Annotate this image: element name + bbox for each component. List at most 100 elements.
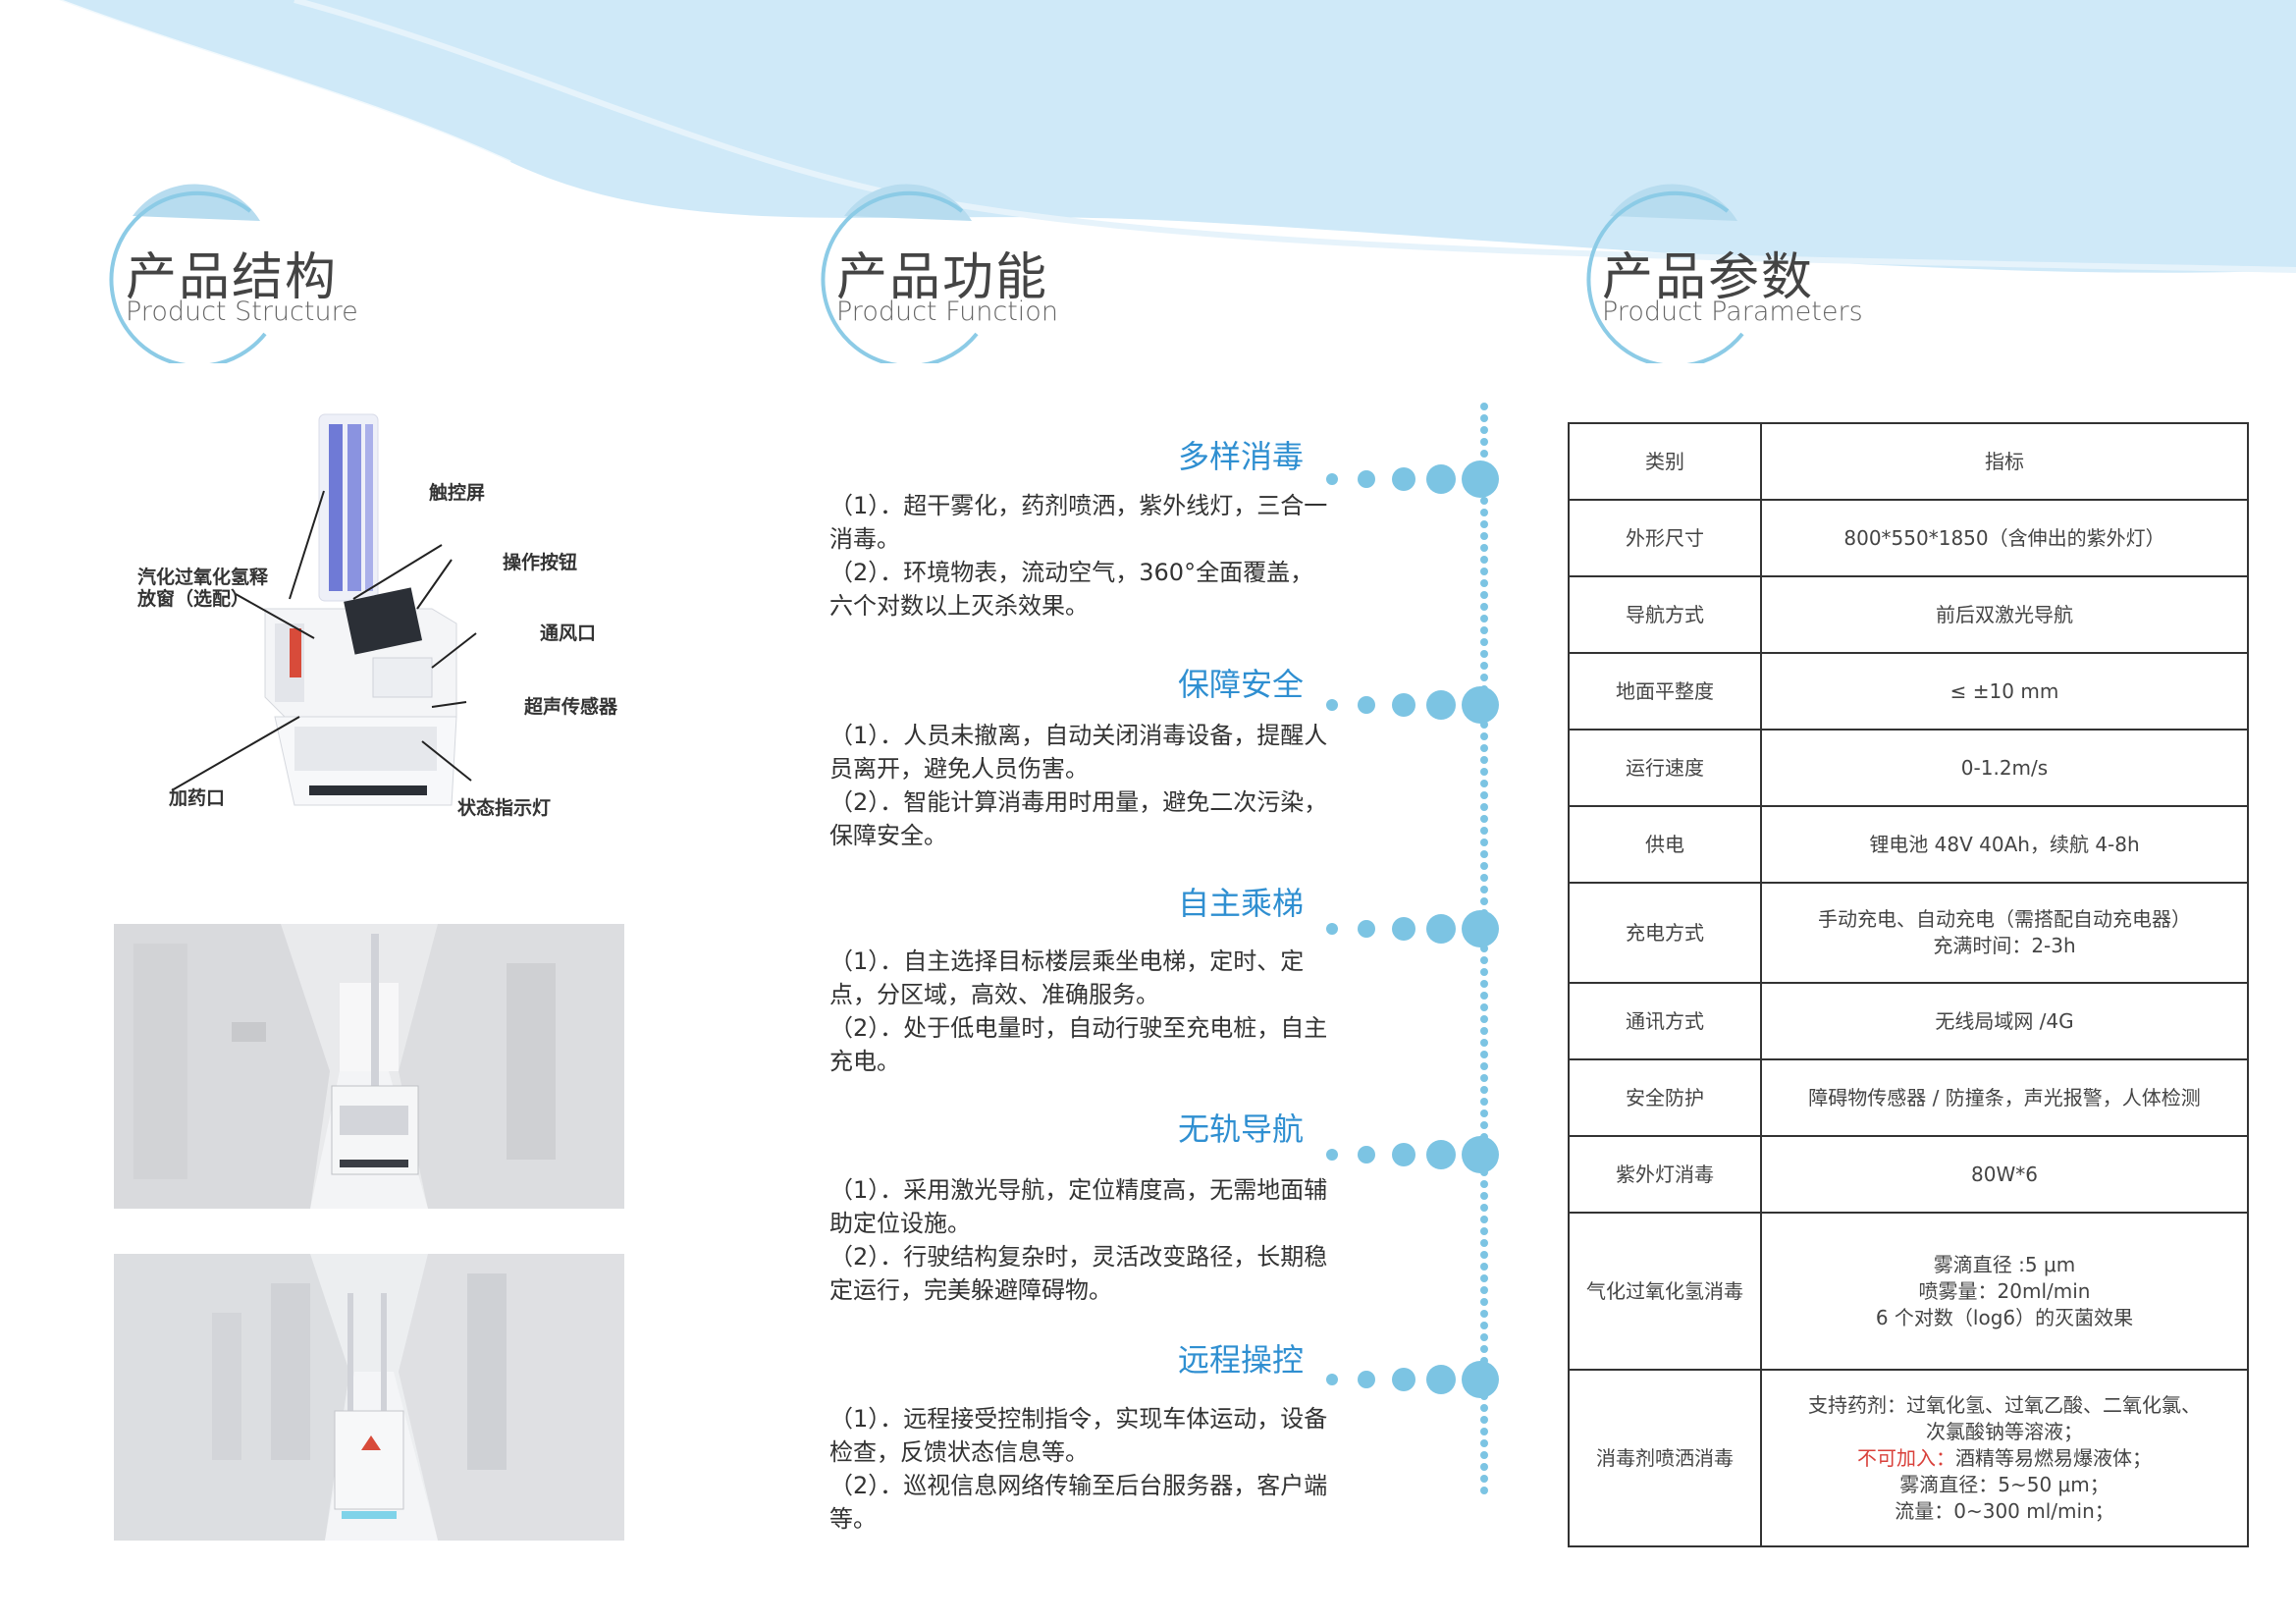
feature-title: 远程操控 [1178, 1341, 1305, 1379]
parameters-table: 类别 指标 外形尺寸 800*550*1850（含伸出的紫外灯） 导航方式 前后… [1568, 422, 2249, 1547]
table-row: 运行速度 0-1.2m/s [1568, 729, 2249, 807]
timeline-dot [1480, 1003, 1488, 1011]
table-header-cell: 指标 [1760, 422, 2249, 501]
timeline-dot [1480, 768, 1488, 776]
table-cell-value: 支持药剂：过氧化氢、过氧乙酸、二氧化氯、 次氯酸钠等溶液； 不可加入：酒精等易燃… [1760, 1369, 2249, 1547]
timeline-dot [1480, 1074, 1488, 1082]
timeline-dot [1480, 1439, 1488, 1447]
timeline-dot [1480, 556, 1488, 564]
timeline-dot [1480, 662, 1488, 670]
section-title-en: Product Parameters [1602, 297, 1863, 327]
timeline-dot [1480, 756, 1488, 764]
timeline-dot [1480, 1286, 1488, 1294]
timeline-dot [1480, 579, 1488, 587]
feature-line: （2）．行驶结构复杂时，灵活改变路径，长期稳定运行，完美躲避障碍物。 [829, 1243, 1328, 1304]
corridor-photo-1 [114, 924, 624, 1209]
timeline-dot [1480, 1322, 1488, 1329]
timeline-dot [1480, 956, 1488, 964]
section-title-en: Product Structure [126, 297, 358, 327]
timeline-dots [1326, 403, 1499, 1494]
table-row: 消毒剂喷洒消毒 支持药剂：过氧化氢、过氧乙酸、二氧化氯、 次氯酸钠等溶液； 不可… [1568, 1369, 2249, 1547]
table-row: 地面平整度 ≤ ±10 mm [1568, 652, 2249, 731]
table-row: 通讯方式 无线局域网 /4G [1568, 982, 2249, 1060]
table-cell-value: 无线局域网 /4G [1760, 982, 2249, 1060]
feature-title: 自主乘梯 [1178, 885, 1305, 922]
timeline-dot [1480, 827, 1488, 835]
warning-label: 不可加入： [1857, 1445, 1955, 1470]
timeline-dot [1480, 1051, 1488, 1058]
timeline-dot [1480, 1192, 1488, 1200]
table-cell-label: 消毒剂喷洒消毒 [1568, 1369, 1762, 1547]
table-cell-label: 运行速度 [1568, 729, 1762, 807]
timeline-node-dot [1392, 1143, 1415, 1166]
timeline-dot [1480, 1333, 1488, 1341]
timeline-dot [1480, 1475, 1488, 1483]
table-cell-label: 紫外灯消毒 [1568, 1135, 1762, 1214]
timeline-dot [1480, 815, 1488, 823]
timeline-dot [1480, 497, 1488, 505]
feature-title: 多样消毒 [1178, 438, 1305, 475]
timeline-dot [1480, 426, 1488, 434]
heading-ring-icon [821, 184, 979, 363]
timeline-node-dot [1462, 1361, 1499, 1398]
table-cell-value: 雾滴直径 :5 μm 喷雾量：20ml/min 6 个对数（log6）的灭菌效果 [1760, 1212, 2249, 1371]
timeline-node-dot [1426, 690, 1456, 720]
timeline-dot [1480, 520, 1488, 528]
timeline-dot [1480, 1263, 1488, 1271]
callout-release-window-2: 放窗（选配） [137, 588, 250, 610]
table-cell-label: 气化过氧化氢消毒 [1568, 1212, 1762, 1371]
timeline-dot [1480, 1027, 1488, 1035]
timeline-dot [1480, 1274, 1488, 1282]
feature-title: 无轨导航 [1178, 1110, 1305, 1148]
table-cell-value: 80W*6 [1760, 1135, 2249, 1214]
timeline-dot [1480, 615, 1488, 623]
timeline-node-dot [1326, 1149, 1338, 1161]
timeline-dot [1480, 874, 1488, 882]
table-cell-value: ≤ ±10 mm [1760, 652, 2249, 731]
feature-body: （1）．自主选择目标楼层乘坐电梯，定时、定点，分区域，高效、准确服务。 （2）．… [829, 945, 1330, 1078]
timeline-dot [1480, 1039, 1488, 1047]
timeline-dot [1480, 803, 1488, 811]
timeline-node-dot [1392, 917, 1415, 941]
section-title-cn: 产品功能 [836, 248, 1049, 307]
timeline-dot [1480, 509, 1488, 516]
table-cell-label: 外形尺寸 [1568, 499, 1762, 577]
section-title-cn: 产品结构 [126, 248, 339, 307]
timeline-dot [1480, 992, 1488, 1000]
table-cell-label: 通讯方式 [1568, 982, 1762, 1060]
table-row: 充电方式 手动充电、自动充电（需搭配自动充电器） 充满时间：2-3h [1568, 882, 2249, 984]
timeline-dot [1480, 1463, 1488, 1471]
timeline-dot [1480, 603, 1488, 611]
value-line: 流量：0~300 ml/min； [1895, 1498, 2114, 1523]
timeline-dot [1480, 1404, 1488, 1412]
timeline-dot [1480, 1345, 1488, 1353]
table-cell-value: 前后双激光导航 [1760, 575, 2249, 654]
table-cell-label: 导航方式 [1568, 575, 1762, 654]
feature-line: （2）．环境物表，流动空气，360°全面覆盖，六个对数以上灭杀效果。 [829, 559, 1314, 620]
value-line: 雾滴直径：5~50 μm； [1899, 1472, 2109, 1496]
robot-diagram [171, 413, 477, 806]
timeline-dot [1480, 980, 1488, 988]
timeline-node-dot [1392, 693, 1415, 717]
timeline-dot [1480, 1180, 1488, 1188]
value-line: 不可加入：酒精等易燃易爆液体； [1770, 1445, 2239, 1472]
feature-body: （1）．超干雾化，药剂喷洒，紫外线灯，三合一消毒。 （2）．环境物表，流动空气，… [829, 489, 1330, 623]
table-row: 导航方式 前后双激光导航 [1568, 575, 2249, 654]
timeline-dot [1480, 732, 1488, 740]
table-cell-value: 障碍物传感器 / 防撞条，声光报警，人体检测 [1760, 1058, 2249, 1137]
table-header-row: 类别 指标 [1568, 422, 2249, 501]
timeline-dot [1480, 1121, 1488, 1129]
feature-line: （2）．智能计算消毒用时用量，避免二次污染，保障安全。 [829, 788, 1328, 849]
table-row: 气化过氧化氢消毒 雾滴直径 :5 μm 喷雾量：20ml/min 6 个对数（l… [1568, 1212, 2249, 1371]
table-row: 安全防护 障碍物传感器 / 防撞条，声光报警，人体检测 [1568, 1058, 2249, 1137]
value-line: 次氯酸钠等溶液； [1926, 1419, 2083, 1443]
timeline-dot [1480, 791, 1488, 799]
timeline-dot [1480, 650, 1488, 658]
table-row: 外形尺寸 800*550*1850（含伸出的紫外灯） [1568, 499, 2249, 577]
timeline-dot [1480, 886, 1488, 893]
timeline-dot [1480, 850, 1488, 858]
timeline-dot [1480, 1451, 1488, 1459]
timeline-node-dot [1462, 910, 1499, 947]
timeline-dot [1480, 1227, 1488, 1235]
table-cell-label: 地面平整度 [1568, 652, 1762, 731]
